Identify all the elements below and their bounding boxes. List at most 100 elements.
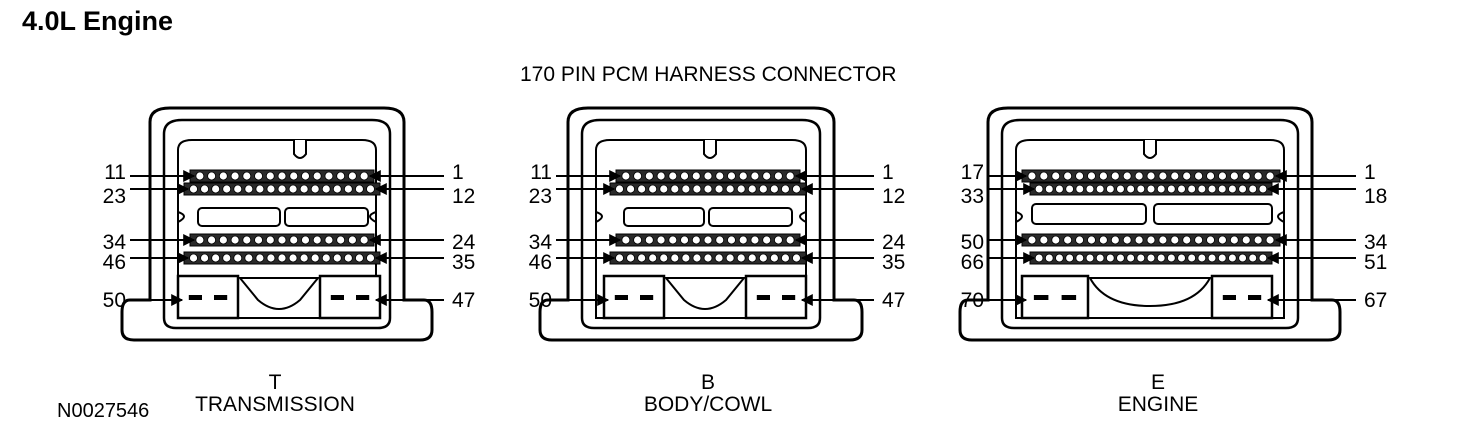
pin: [1258, 184, 1268, 194]
pin: [747, 253, 757, 263]
pin: [1075, 235, 1084, 245]
pin: [758, 253, 768, 263]
pin: [265, 235, 275, 245]
pin: [324, 235, 334, 245]
pin: [1126, 184, 1135, 194]
pin: [266, 253, 276, 263]
pin: [762, 171, 772, 181]
key-right: [799, 211, 807, 223]
terminal: [756, 295, 770, 300]
terminal: [214, 295, 228, 300]
pin: [211, 184, 221, 194]
pin: [727, 171, 736, 181]
pin: [659, 253, 669, 263]
pin: [255, 253, 265, 263]
pin: [1238, 253, 1247, 263]
power-terminal-block: [1020, 274, 1090, 320]
pin: [781, 253, 790, 263]
pin: [621, 235, 631, 245]
pin: [774, 171, 783, 181]
pin-label-right: 35: [882, 251, 905, 274]
pin: [758, 184, 768, 194]
pin: [691, 235, 701, 245]
connector-b-caption: B BODY/COWL: [608, 372, 808, 416]
pin: [692, 253, 702, 263]
pin: [230, 171, 240, 181]
pin: [626, 184, 635, 194]
pin: [750, 235, 760, 245]
pin: [207, 235, 217, 245]
pin-label-left: 11: [104, 161, 126, 184]
pin: [1217, 253, 1227, 263]
key-right: [1277, 211, 1285, 223]
pin: [1044, 184, 1054, 194]
pin: [1105, 253, 1115, 263]
pin: [336, 235, 346, 245]
pin-label-right: 24: [452, 231, 476, 254]
pin: [659, 184, 669, 194]
terminal: [614, 295, 628, 300]
pin: [1238, 184, 1247, 194]
pin: [1136, 184, 1146, 194]
latch-notch: [1143, 140, 1157, 159]
pin: [656, 171, 666, 181]
pin: [1265, 171, 1275, 181]
center-key: [1088, 277, 1212, 308]
pin: [1122, 171, 1132, 181]
pin: [1116, 253, 1125, 263]
pin: [703, 171, 713, 181]
pin: [336, 171, 346, 181]
pin: [1095, 184, 1105, 194]
pin: [738, 235, 748, 245]
pin: [242, 171, 252, 181]
cavity-slot: [1153, 203, 1273, 225]
pin: [681, 253, 691, 263]
pin: [1055, 253, 1064, 263]
pin: [644, 235, 654, 245]
figure-code: N0027546: [57, 400, 150, 422]
pin: [321, 184, 331, 194]
pin: [244, 184, 254, 194]
key-left: [177, 211, 185, 223]
connector-e-name: ENGINE: [1117, 393, 1199, 416]
pin: [321, 253, 331, 263]
pin: [714, 253, 724, 263]
pin-label-left: 46: [529, 251, 552, 274]
key-left: [595, 211, 603, 223]
pin: [289, 171, 299, 181]
pin: [1207, 253, 1217, 263]
pin: [1146, 235, 1156, 245]
pin: [1039, 171, 1049, 181]
pin: [1177, 184, 1186, 194]
pin: [1095, 253, 1105, 263]
pin: [1085, 253, 1095, 263]
pin: [792, 184, 801, 194]
pin: [1258, 253, 1268, 263]
pin: [1098, 235, 1108, 245]
pin: [277, 235, 287, 245]
pin: [222, 184, 232, 194]
connector-t-letter: T: [268, 371, 282, 394]
pin: [1167, 184, 1176, 194]
pin: [1253, 171, 1263, 181]
pin: [785, 171, 795, 181]
pin: [312, 171, 322, 181]
pin: [1146, 184, 1156, 194]
pin: [288, 253, 298, 263]
connector-inner-ring: [1000, 118, 1300, 330]
pin: [355, 184, 364, 194]
power-terminal-block: [176, 274, 240, 320]
pin: [1065, 253, 1074, 263]
pin: [680, 171, 689, 181]
pin-label-left: 46: [103, 251, 126, 274]
pin: [1034, 253, 1044, 263]
pin: [1248, 184, 1258, 194]
pin-label-left: 66: [961, 251, 984, 274]
pin: [366, 253, 375, 263]
pin: [1087, 171, 1096, 181]
pin-label-left: 17: [961, 161, 984, 184]
connector-e-letter: E: [1150, 371, 1165, 394]
